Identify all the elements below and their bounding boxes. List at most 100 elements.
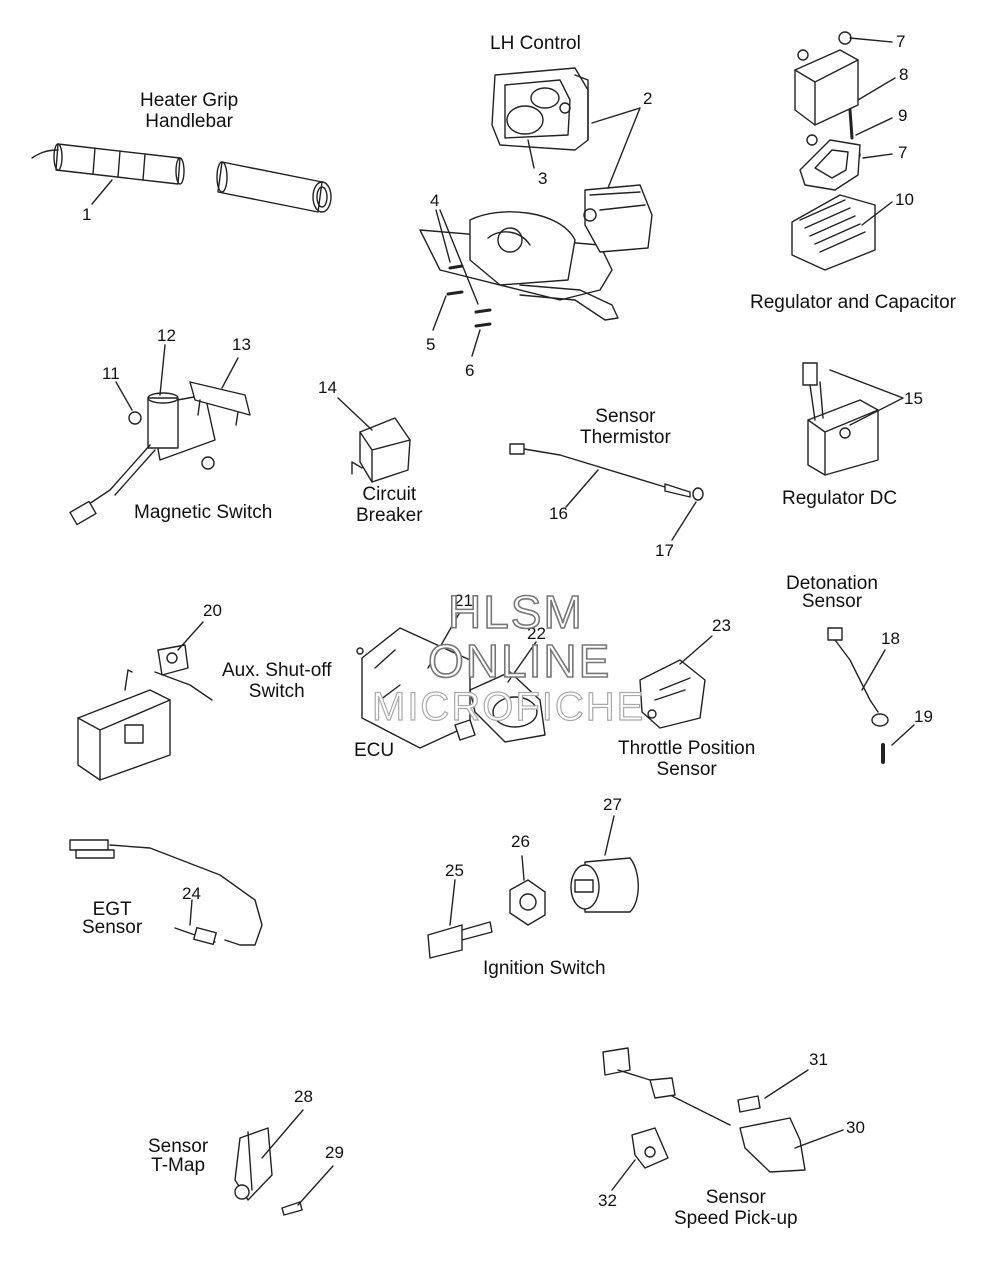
- callout-number: 7: [896, 32, 906, 51]
- caption-line: EGT: [92, 899, 132, 920]
- callout-number: 27: [603, 795, 622, 814]
- caption-line: T-Map: [151, 1155, 206, 1176]
- callout-number: 3: [538, 169, 548, 188]
- sensor-tmap-part: [234, 1127, 303, 1216]
- leader-line: [115, 344, 239, 411]
- circuit-breaker-part: [351, 417, 411, 483]
- callout-number: 5: [426, 335, 436, 354]
- callout-number: 9: [898, 106, 908, 125]
- caption-egt-sensor: EGT Sensor: [82, 899, 143, 938]
- clip-32-part: [631, 1127, 669, 1169]
- caption-regulator-dc: Regulator DC: [782, 488, 898, 509]
- caption-line: Switch: [248, 681, 305, 702]
- callout-number: 22: [527, 624, 546, 643]
- caption-ecu: ECU: [354, 740, 395, 761]
- callout-number: 24: [182, 884, 201, 903]
- ignition-switch-body-part: [570, 857, 639, 913]
- leader-line: [261, 1109, 334, 1206]
- leader-line: [432, 107, 641, 357]
- callout-number: 12: [157, 326, 176, 345]
- leader-line: [679, 635, 713, 665]
- callout-number: 17: [655, 541, 674, 560]
- caption-heater-grip: Heater Grip Handlebar: [140, 90, 238, 132]
- ignition-nut-part: [509, 879, 546, 926]
- caption-line: Sensor: [82, 917, 143, 938]
- caption-line: Speed Pick-up: [674, 1208, 798, 1229]
- leader-line: [849, 37, 896, 226]
- regulator-part: [791, 194, 876, 271]
- leader-line: [861, 649, 915, 746]
- aux-shutoff-switch-part: [77, 644, 213, 781]
- callout-number: 19: [914, 707, 933, 726]
- callout-number: 15: [904, 389, 923, 408]
- callout-number: 23: [712, 616, 731, 635]
- watermark-line: MICROFICHE: [371, 684, 646, 729]
- leader-line: [565, 469, 697, 541]
- callout-number: 2: [643, 89, 653, 108]
- caption-magnetic-switch: Magnetic Switch: [134, 502, 273, 523]
- throttle-position-sensor-part: [639, 659, 706, 729]
- watermark-line: ONLINE: [427, 634, 612, 688]
- caption-line: Throttle Position: [618, 738, 756, 759]
- leader-line: [189, 899, 193, 926]
- caption-ignition-switch: Ignition Switch: [483, 958, 606, 979]
- caption-line: Detonation: [786, 573, 878, 594]
- handlebar-part: [216, 161, 332, 213]
- caption-speed-pickup-sensor: Sensor Speed Pick-up: [674, 1187, 798, 1229]
- callout-number: 4: [430, 191, 440, 210]
- leader-line: [337, 397, 373, 431]
- caption-line: Sensor: [595, 406, 656, 427]
- callout-number: 10: [895, 190, 914, 209]
- caption-circuit-breaker: Circuit Breaker: [356, 484, 423, 526]
- caption-regulator-capacitor: Regulator and Capacitor: [750, 292, 956, 313]
- screws-4-6: [446, 264, 492, 328]
- caption-line: Aux. Shut-off: [222, 660, 332, 681]
- callout-number: 7: [898, 143, 908, 162]
- caption-line: Sensor: [148, 1136, 209, 1157]
- caption-line: Sensor: [801, 591, 863, 612]
- lh-control-assembly-part: [419, 184, 653, 321]
- caption-line: Thermistor: [580, 427, 671, 448]
- callout-number: 29: [325, 1143, 344, 1162]
- caption-line: Breaker: [356, 505, 423, 526]
- callout-number: 18: [881, 629, 900, 648]
- ignition-key-part: [427, 921, 493, 959]
- mount-plate-part: [799, 139, 861, 191]
- leader-line: [829, 369, 904, 426]
- caption-line: Heater Grip: [140, 90, 239, 111]
- watermark-line: HLSM: [447, 585, 584, 639]
- regulator-dc-part: [802, 362, 879, 476]
- caption-throttle-position-sensor: Throttle Position Sensor: [618, 738, 755, 780]
- sensor-thermistor-part: [509, 443, 704, 501]
- leader-line: [91, 179, 113, 205]
- bracket-13-part: [189, 381, 251, 426]
- caption-sensor-tmap: Sensor T-Map: [148, 1137, 208, 1175]
- callout-number: 13: [232, 335, 251, 354]
- callout-number: 31: [809, 1050, 828, 1069]
- leader-line: [427, 611, 537, 683]
- lh-control-housing-part: [491, 67, 589, 151]
- ecu-bracket-part: [454, 671, 546, 743]
- callout-number: 14: [318, 378, 337, 397]
- caption-aux-shutoff-switch: Aux. Shut-off Switch: [222, 660, 332, 702]
- callout-number: 20: [203, 601, 222, 620]
- callout-number: 8: [899, 65, 909, 84]
- caption-line: Circuit: [362, 484, 417, 505]
- callout-number: 30: [846, 1118, 865, 1137]
- leader-line: [611, 1069, 844, 1191]
- leader-line: [177, 621, 204, 651]
- callout-number: 26: [511, 832, 530, 851]
- heater-grip-part: [31, 143, 185, 185]
- speed-pickup-sensor-part: [602, 1047, 806, 1173]
- egt-sensor-part: [69, 839, 263, 946]
- caption-detonation-sensor: Detonation Sensor: [786, 573, 878, 612]
- caption-line: Sensor: [705, 1187, 766, 1208]
- callout-number: 28: [294, 1087, 313, 1106]
- caption-sensor-thermistor: Sensor Thermistor: [580, 406, 671, 448]
- callout-number: 21: [454, 591, 473, 610]
- detonation-sensor-part: [827, 627, 889, 764]
- callout-number: 6: [465, 361, 475, 380]
- caption-line: Sensor: [656, 759, 717, 780]
- caption-lh-control: LH Control: [490, 33, 581, 54]
